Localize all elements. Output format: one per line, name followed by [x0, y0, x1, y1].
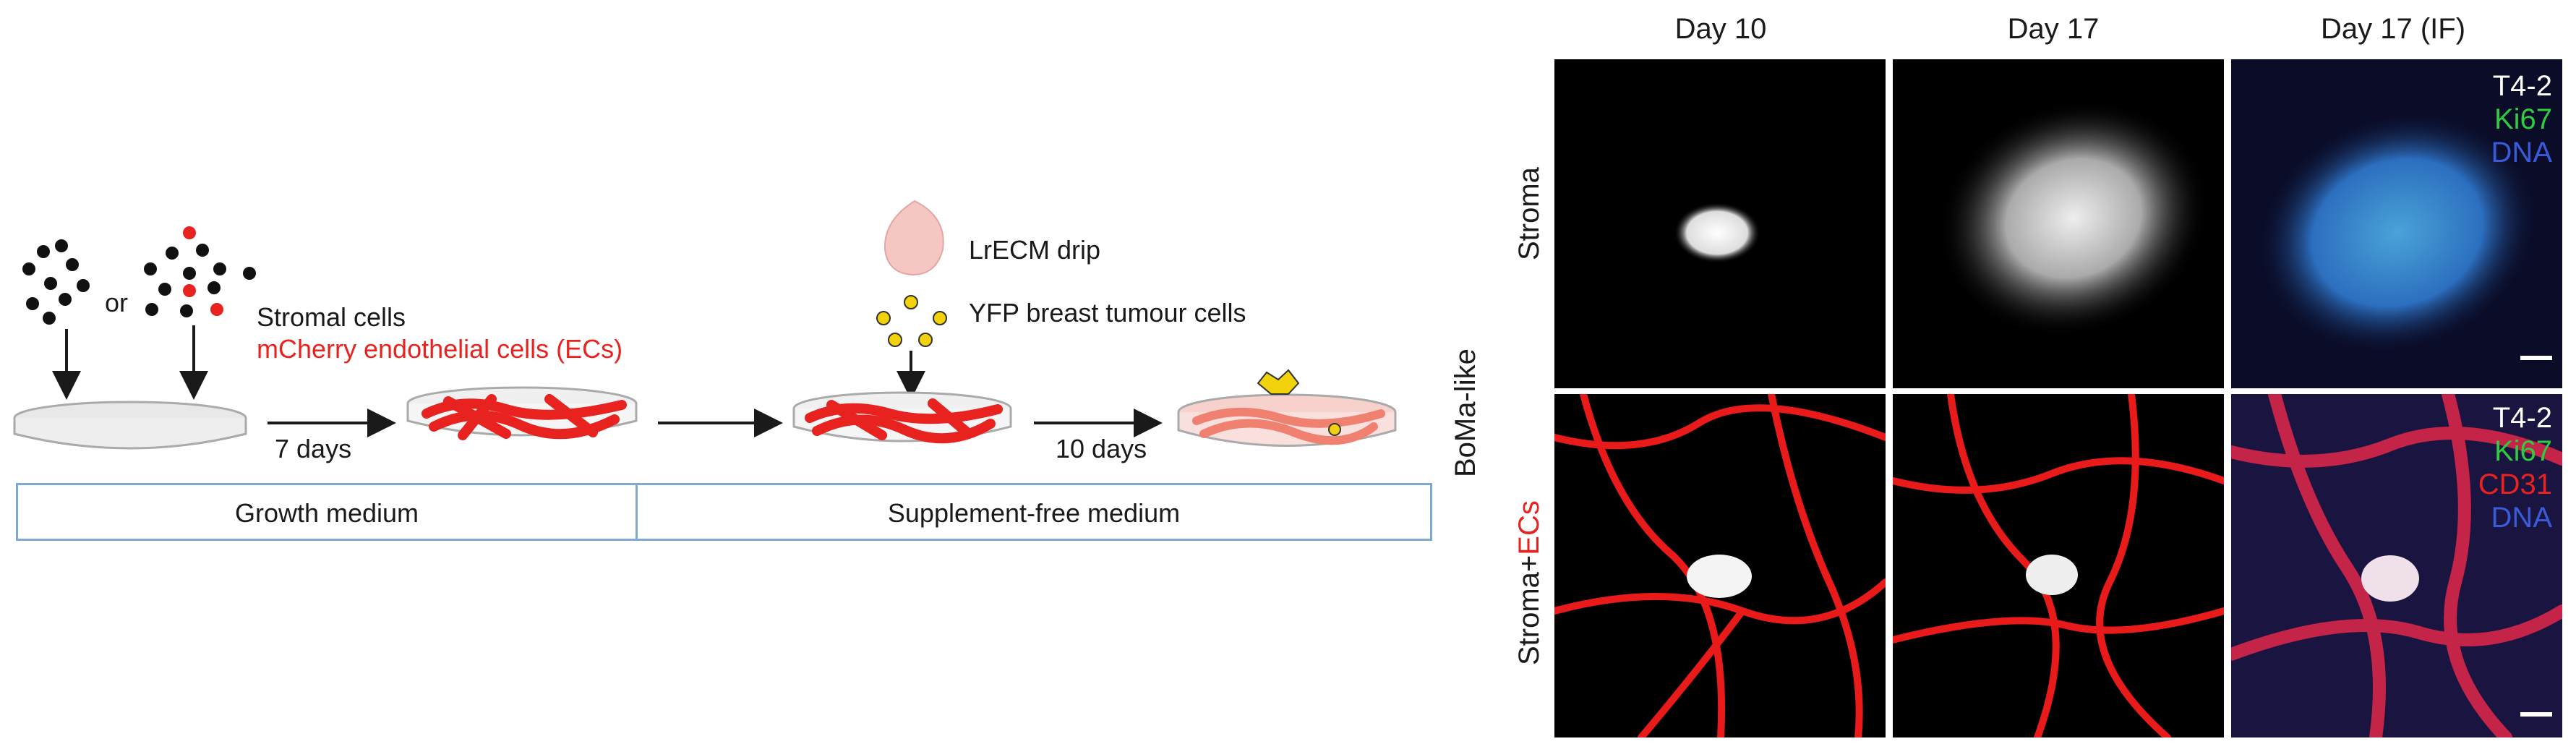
row-label-ecs-prefix: Stroma+ [1513, 555, 1545, 665]
or-label: or [105, 288, 129, 317]
days-10-label: 10 days [1056, 434, 1147, 463]
legend-dna: DNA [2491, 137, 2552, 168]
row-label-stroma-ecs: Stroma+ECs [1513, 500, 1546, 665]
petri-dish-ecs [406, 386, 638, 440]
panel-stroma-if: T4-2 Ki67 DNA [2231, 59, 2562, 388]
petri-dish-empty [13, 401, 247, 450]
ecs-if-legend: T4-2 Ki67 CD31 DNA [2478, 401, 2552, 534]
legend-dna: DNA [2491, 502, 2552, 534]
stromal-cell-dots [22, 239, 90, 325]
stroma-if-legend: T4-2 Ki67 DNA [2491, 69, 2552, 169]
mixed-cell-dots [144, 226, 256, 317]
row-label-stroma: Stroma [1513, 167, 1545, 260]
petri-dish-final [1177, 369, 1397, 447]
ec-label: mCherry endothelial cells (ECs) [257, 334, 623, 364]
yfp-label: YFP breast tumour cells [969, 298, 1246, 328]
tumour-cell-dots [876, 295, 947, 347]
workflow-graphics [13, 200, 1397, 450]
legend-ki67: Ki67 [2494, 103, 2552, 135]
supplement-free-box: Supplement-free medium [636, 483, 1432, 541]
petri-dish-ecm [792, 391, 1012, 444]
legend-t4-2: T4-2 [2492, 402, 2552, 434]
col-header-day17: Day 17 [2007, 13, 2100, 45]
lrecm-drop [883, 200, 944, 276]
supplement-free-label: Supplement-free medium [887, 498, 1181, 528]
col-header-day17-if: Day 17 (IF) [2320, 13, 2466, 45]
col-header-day10: Day 10 [1674, 13, 1767, 45]
lrecm-label: LrECM drip [969, 235, 1101, 265]
panel-stroma-day17 [1893, 59, 2224, 388]
row-label-ecs-suffix: ECs [1513, 500, 1545, 555]
legend-t4-2: T4-2 [2492, 70, 2552, 102]
stromal-cells-label: Stromal cells [257, 302, 406, 332]
legend-ki67: Ki67 [2494, 435, 2552, 467]
panel-ecs-day17 [1893, 394, 2224, 737]
panel-stroma-day10 [1554, 59, 1886, 388]
days-7-label: 7 days [275, 434, 352, 463]
legend-cd31: CD31 [2478, 469, 2552, 500]
group-label: BoMa-like [1450, 349, 1481, 477]
growth-medium-box: Growth medium [16, 483, 638, 541]
panel-ecs-day10 [1554, 394, 1886, 737]
panel-ecs-if: T4-2 Ki67 CD31 DNA [2231, 394, 2562, 737]
growth-medium-label: Growth medium [234, 498, 419, 528]
